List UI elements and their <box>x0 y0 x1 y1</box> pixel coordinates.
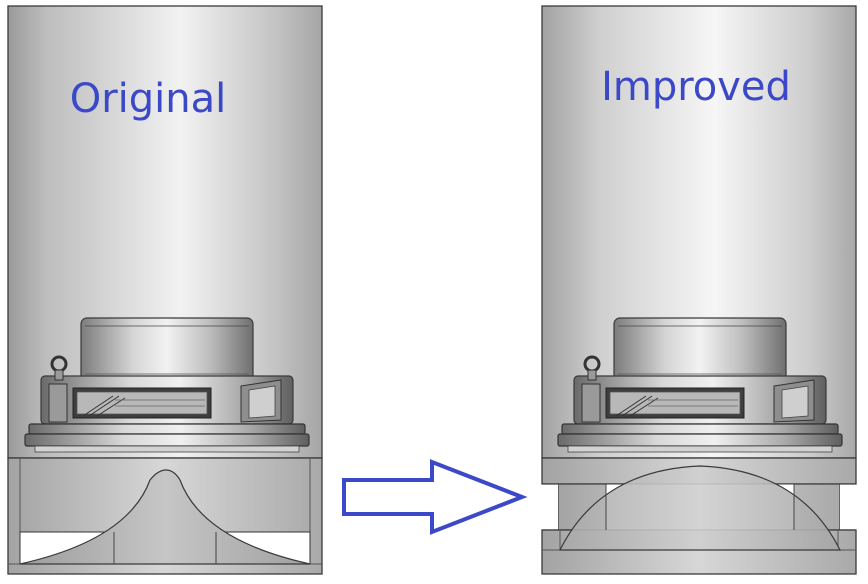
original-model: Original <box>7 5 323 575</box>
right-arrow-icon <box>342 459 528 535</box>
improved-model: Improved <box>541 5 857 575</box>
original-label: Original <box>70 76 227 122</box>
improved-dome <box>559 465 841 551</box>
improved-label: Improved <box>601 64 791 110</box>
original-cone <box>19 469 311 565</box>
